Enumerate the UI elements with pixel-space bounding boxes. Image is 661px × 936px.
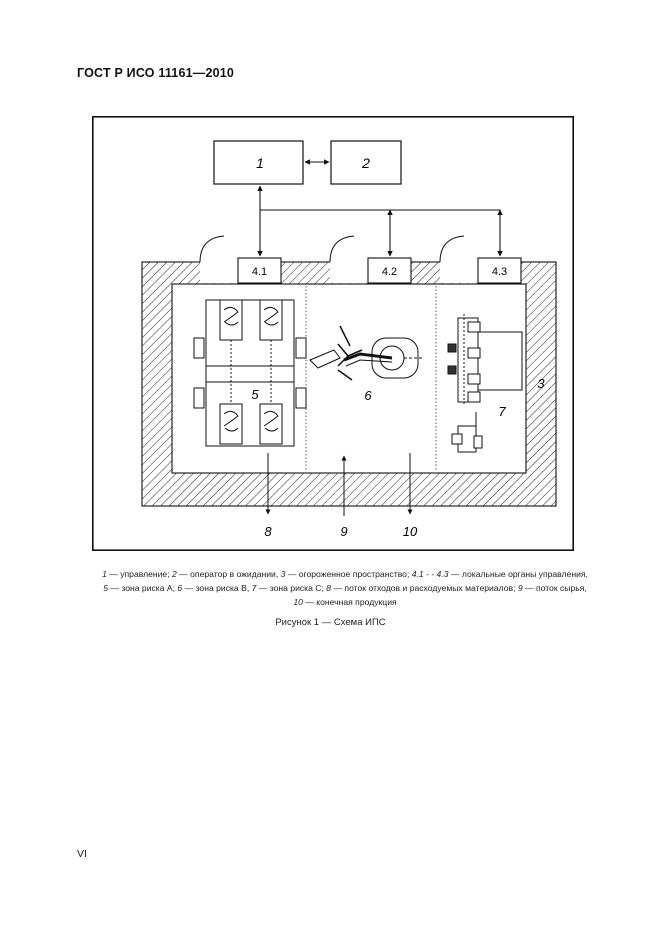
legend-text-1: — управление; xyxy=(106,569,172,579)
guarded-space-hatch xyxy=(142,262,556,506)
local-control-4-1 xyxy=(237,257,282,284)
page-number: VI xyxy=(77,848,87,860)
control-box xyxy=(213,140,304,185)
legend-line-2: 5 — зона риска А; 6 — зона риска В, 7 — … xyxy=(103,583,587,593)
machine-zone-a xyxy=(193,299,307,447)
legend-num-6: 6 xyxy=(177,583,183,593)
enclosure-3-label: 3 xyxy=(537,376,545,391)
legend-text-6: — зона риска В, xyxy=(182,583,252,593)
legend-num-2: 2 xyxy=(172,569,177,579)
legend-text-8: — поток отходов и расходуемых материалов… xyxy=(331,583,518,593)
legend-text-3: — огороженное пространство; xyxy=(285,569,412,579)
legend-line-3: 10 — конечная продукция xyxy=(293,597,396,607)
local-control-4-3-label: 4.3 xyxy=(492,266,507,278)
legend-text-5: — зона риска А; xyxy=(108,583,178,593)
ips-scheme-diagram: 1 2 4.1 4.2 4.3 xyxy=(92,116,574,551)
operator-box xyxy=(330,140,402,185)
figure-title: Рисунок 1 — Схема ИПС xyxy=(275,617,386,628)
local-control-4-1-label: 4.1 xyxy=(252,266,267,278)
gate-1 xyxy=(200,261,238,283)
legend-num-5: 5 xyxy=(103,583,109,593)
robot-zone-b xyxy=(309,325,422,381)
legend-text-9: — поток сырья, xyxy=(522,583,587,593)
legend-num-1: 1 xyxy=(102,569,107,579)
zone-6-label: 6 xyxy=(364,388,372,403)
door-arc-1 xyxy=(199,235,225,263)
gate-2 xyxy=(330,261,368,283)
legend-text-4: — локальные органы управления, xyxy=(448,569,588,579)
flow-8-label: 8 xyxy=(264,524,272,539)
legend-num-9: 9 xyxy=(517,583,523,593)
door-arc-2 xyxy=(329,235,355,263)
box-2-label: 2 xyxy=(361,155,370,171)
figure-legend: 1 — управление; 2 — оператор в ожидании,… xyxy=(84,567,606,609)
local-control-4-3 xyxy=(477,257,522,284)
ips-scheme-figure: 1 2 4.1 4.2 4.3 xyxy=(92,116,574,551)
legend-num-7: 7 xyxy=(251,583,257,593)
door-arc-3 xyxy=(439,235,465,263)
gate-3 xyxy=(440,261,478,283)
flow-10-label: 10 xyxy=(403,524,418,539)
legend-num-3: 3 xyxy=(280,569,286,579)
flow-9-label: 9 xyxy=(340,524,347,539)
figure-frame xyxy=(92,116,574,551)
legend-num-4: 4.1 - - 4.3 xyxy=(411,569,449,579)
legend-num-8: 8 xyxy=(326,583,332,593)
legend-line-1: 1 — управление; 2 — оператор в ожидании,… xyxy=(102,569,588,579)
machine-zone-c xyxy=(447,314,523,453)
zone-7-label: 7 xyxy=(498,404,506,419)
legend-text-10: — конечная продукция xyxy=(302,597,397,607)
legend-text-2: — оператор в ожидании, xyxy=(176,569,281,579)
zone-5-label: 5 xyxy=(251,387,259,402)
local-control-4-2-label: 4.2 xyxy=(382,266,397,278)
legend-text-7: — зона риска С; xyxy=(256,583,327,593)
control-bus-line xyxy=(260,209,501,212)
box-1-label: 1 xyxy=(256,155,264,171)
local-control-4-2 xyxy=(367,257,412,284)
legend-num-10: 10 xyxy=(293,597,303,607)
document-header: ГОСТ Р ИСО 11161—2010 xyxy=(77,66,235,80)
